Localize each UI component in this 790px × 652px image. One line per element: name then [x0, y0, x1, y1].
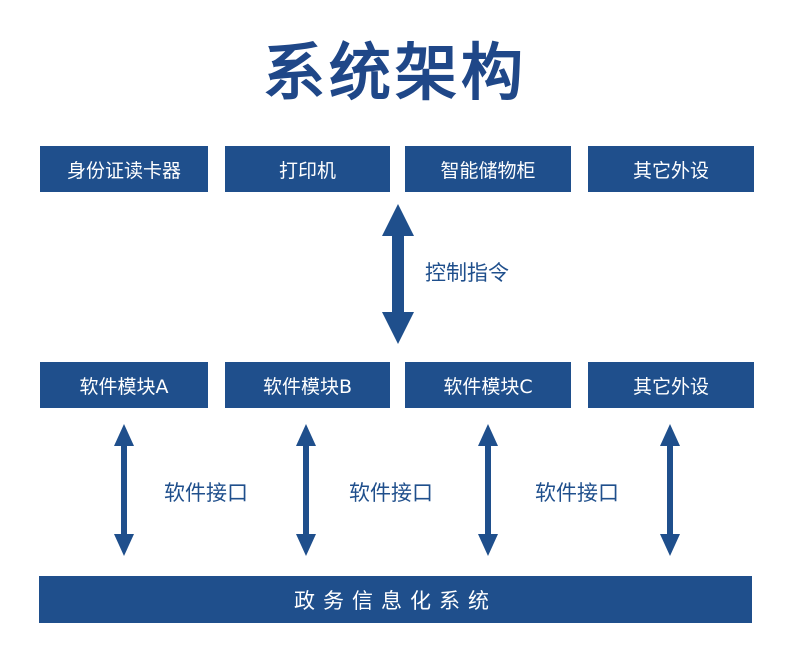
device-label: 其它外设	[632, 159, 709, 182]
interface-arrow	[114, 424, 134, 556]
control-label: 控制指令	[425, 261, 509, 285]
device-box-smart-locker: 智能储物柜	[405, 146, 571, 192]
interface-arrow	[478, 424, 498, 556]
module-label: 软件模块B	[262, 375, 353, 398]
device-label: 打印机	[278, 159, 336, 182]
device-box-other-peripherals: 其它外设	[588, 146, 754, 192]
diagram-title: 系统架构	[262, 36, 527, 109]
module-label: 其它外设	[632, 375, 709, 398]
system-label: 政务信息化系统	[294, 588, 497, 613]
interface-arrow	[296, 424, 316, 556]
device-label: 智能储物柜	[440, 159, 536, 182]
device-label: 身份证读卡器	[66, 159, 181, 182]
system-bar: 政务信息化系统	[39, 576, 752, 623]
interface-arrow	[660, 424, 680, 556]
module-box-other-peripherals: 其它外设	[588, 362, 754, 408]
interface-label: 软件接口	[535, 481, 619, 505]
control-arrow	[382, 204, 414, 344]
module-box-a: 软件模块A	[40, 362, 208, 408]
module-box-b: 软件模块B	[225, 362, 390, 408]
module-label: 软件模块A	[79, 375, 169, 398]
module-box-c: 软件模块C	[405, 362, 571, 408]
interface-label: 软件接口	[349, 481, 433, 505]
module-label: 软件模块C	[443, 375, 533, 398]
device-box-id-card-reader: 身份证读卡器	[40, 146, 208, 192]
interface-label: 软件接口	[164, 481, 248, 505]
device-box-printer: 打印机	[225, 146, 390, 192]
